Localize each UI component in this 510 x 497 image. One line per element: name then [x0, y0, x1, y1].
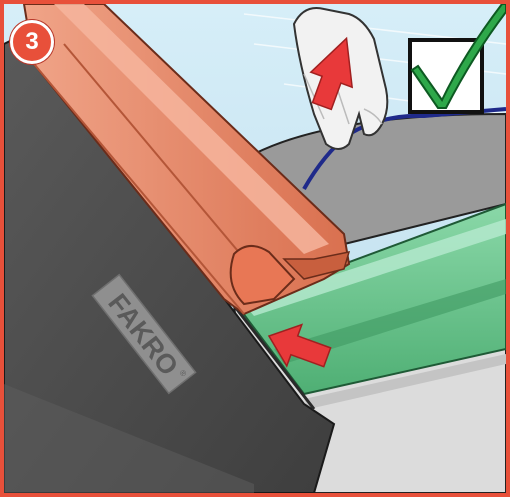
step-number-badge: 3 — [10, 20, 54, 64]
installation-scene: FAKRO ® — [4, 4, 506, 493]
